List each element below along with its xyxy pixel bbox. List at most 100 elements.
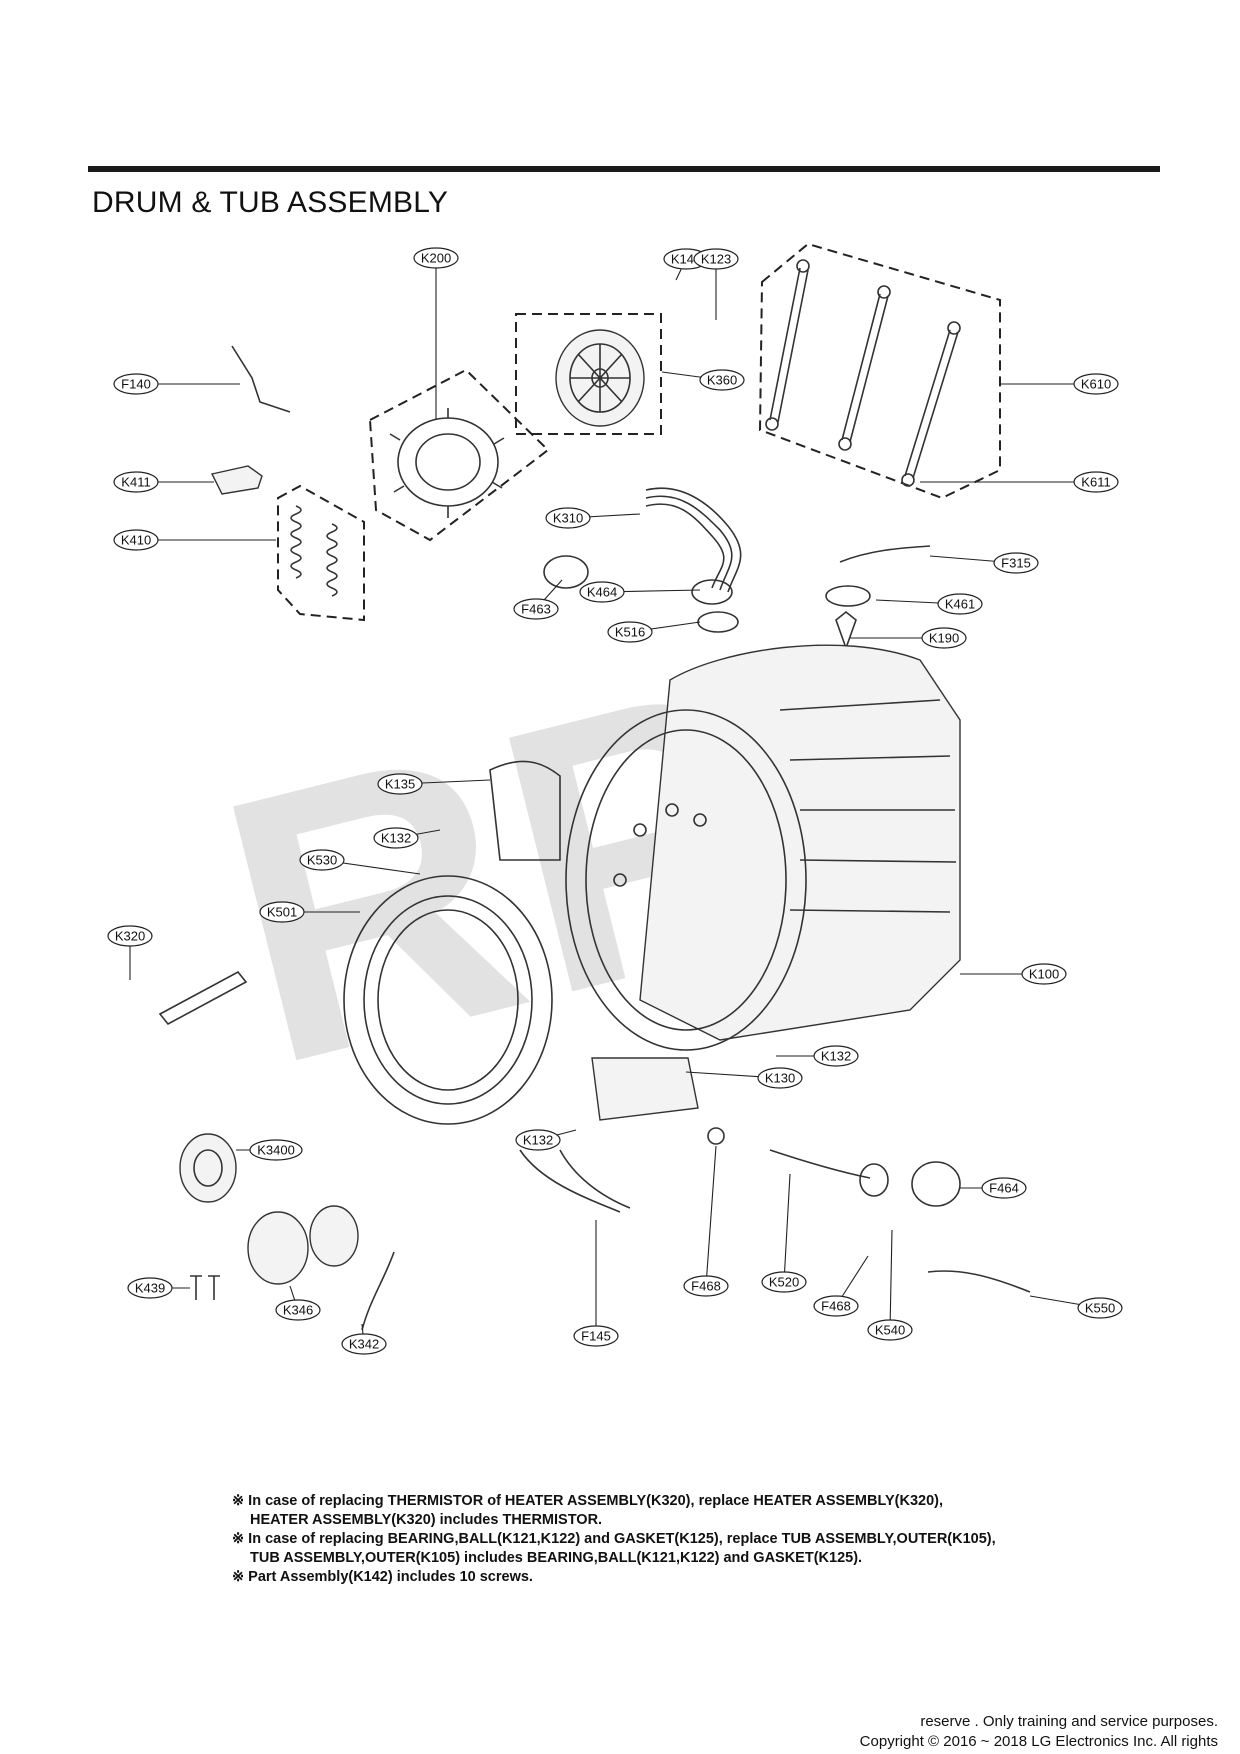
callout-k550: K550 [1077, 1297, 1123, 1319]
ring-k516 [697, 611, 739, 633]
callout-k530: K530 [299, 849, 345, 871]
callout-text: K310 [553, 511, 583, 526]
callout-text: K540 [875, 1323, 905, 1338]
callout-k132: K132 [813, 1045, 859, 1067]
callout-k132: K132 [373, 827, 419, 849]
heater-part [158, 970, 248, 1026]
callout-text: K346 [283, 1303, 313, 1318]
spring-parts [290, 505, 338, 597]
callout-text: K100 [1029, 967, 1059, 982]
callout-f464: F464 [981, 1177, 1027, 1199]
callout-k516: K516 [607, 621, 653, 643]
callout-text: F140 [121, 377, 151, 392]
callout-k439: K439 [127, 1277, 173, 1299]
upper-hose-part [839, 545, 931, 563]
callout-k200: K200 [413, 247, 459, 269]
valve-k190 [835, 610, 857, 651]
callout-f145: F145 [573, 1325, 619, 1347]
callout-text: F468 [821, 1299, 851, 1314]
callout-f468: F468 [683, 1275, 729, 1297]
notes-block: ※ In case of replacing THERMISTOR of HEA… [232, 1492, 996, 1587]
callout-k464: K464 [579, 581, 625, 603]
callout-k501: K501 [259, 901, 305, 923]
callout-k100: K100 [1021, 963, 1067, 985]
callout-text: K520 [769, 1275, 799, 1290]
callout-k410: K410 [113, 529, 159, 551]
callout-text: F145 [581, 1329, 611, 1344]
callout-k540: K540 [867, 1319, 913, 1341]
callout-k346: K346 [275, 1299, 321, 1321]
callout-f463: F463 [513, 598, 559, 620]
callout-text: K135 [385, 777, 415, 792]
callout-text: K516 [615, 625, 645, 640]
note-1-line-2: HEATER ASSEMBLY(K320) includes THERMISTO… [250, 1512, 603, 1528]
rotor-part [389, 408, 505, 518]
callout-text: F468 [691, 1279, 721, 1294]
callout-f468: F468 [813, 1295, 859, 1317]
bellows-hose-outline [645, 487, 742, 593]
callout-text: K342 [349, 1337, 379, 1352]
callout-k342: K342 [341, 1333, 387, 1355]
housing-part [247, 1211, 309, 1285]
callout-text: K143 [671, 252, 701, 267]
callout-text: K320 [115, 929, 145, 944]
footer: reserve . Only training and service purp… [860, 1712, 1218, 1752]
harness-f145 [519, 1149, 631, 1213]
callout-k610: K610 [1073, 373, 1119, 395]
leader-k540 [889, 1229, 893, 1331]
callout-text: K610 [1081, 377, 1111, 392]
drain-hose-end [859, 1163, 889, 1197]
drain-hose-part [769, 1149, 871, 1179]
callout-k3400: K3400 [249, 1139, 303, 1161]
callout-text: K132 [523, 1133, 553, 1148]
callout-k520: K520 [761, 1271, 807, 1293]
callout-text: K530 [307, 853, 337, 868]
callout-text: K190 [929, 631, 959, 646]
tub-front-part [343, 875, 553, 1125]
callout-k310: K310 [545, 507, 591, 529]
callout-text: K132 [821, 1049, 851, 1064]
bellows-hose-part [645, 495, 733, 591]
housing-outlet [309, 1205, 359, 1267]
callout-text: K501 [267, 905, 297, 920]
note-3-line-1: ※ Part Assembly(K142) includes 10 screws… [232, 1569, 533, 1585]
callout-k123: K123 [693, 248, 739, 270]
note-1-line-1: ※ In case of replacing THERMISTOR of HEA… [232, 1493, 943, 1509]
callout-text: K411 [121, 475, 150, 490]
bracket-part [210, 465, 263, 495]
callout-k411: K411 [113, 471, 159, 493]
callout-k190: K190 [921, 627, 967, 649]
clamp-f464 [911, 1161, 961, 1207]
tub-body-part [565, 644, 961, 1051]
damper-parts [765, 259, 961, 487]
callout-text: K360 [707, 373, 737, 388]
k610-group-box [758, 242, 1001, 500]
counterweight-part [489, 760, 561, 861]
callout-text: F315 [1001, 556, 1031, 571]
note-2-line-2: TUB ASSEMBLY,OUTER(K105) includes BEARIN… [250, 1550, 863, 1566]
callout-text: K611 [1081, 475, 1110, 490]
wire-part [231, 345, 291, 413]
leader-f468 [705, 1145, 717, 1287]
callout-k461: K461 [937, 593, 983, 615]
callout-f315: F315 [993, 552, 1039, 574]
callout-text: K464 [587, 585, 617, 600]
leader-k520 [783, 1173, 791, 1283]
callout-k132: K132 [515, 1129, 561, 1151]
k360-group-box [515, 313, 662, 435]
callout-text: F464 [989, 1181, 1019, 1196]
stator-part [555, 329, 645, 427]
clamp-f463 [543, 555, 589, 589]
callout-text: F463 [521, 602, 551, 617]
clamp-k464 [691, 579, 733, 605]
callout-k135: K135 [377, 773, 423, 795]
screw-k439-a [190, 1275, 202, 1300]
pump-inner [193, 1149, 223, 1187]
wire-k342 [361, 1251, 395, 1331]
sensor-k550 [927, 1270, 1031, 1293]
footer-line-2: Copyright © 2016 ~ 2018 LG Electronics I… [859, 1733, 1218, 1750]
callout-k320: K320 [107, 925, 153, 947]
callout-text: K132 [381, 831, 411, 846]
